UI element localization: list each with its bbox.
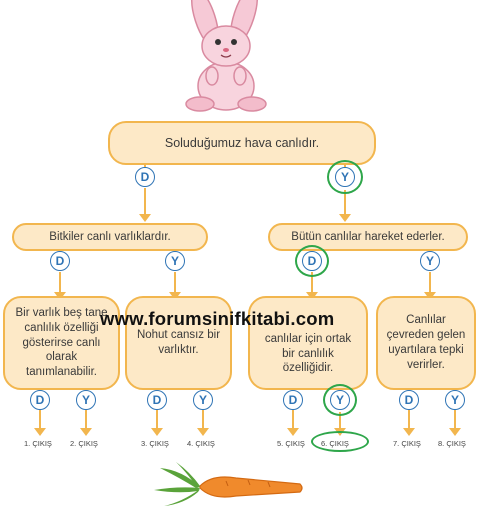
leaf-box-3: canlılar için ortak bir canlılık özelliğ… <box>248 296 368 390</box>
right-yes-badge: Y <box>420 251 440 271</box>
right-statement: Bütün canlılar hareket ederler. <box>291 230 445 243</box>
leaf-statement-2: Nohut cansız bir varlıktır. <box>136 329 221 356</box>
left-statement-box: Bitkiler canlı varlıklardır. <box>12 223 208 251</box>
output-7: 7. ÇIKIŞ <box>393 439 421 448</box>
leaf-statement-3: canlılar için ortak bir canlılık özelliğ… <box>264 332 352 375</box>
leaf4-no-badge: D <box>399 390 419 410</box>
leaf-statement-4: Canlılar çevreden gelen uyartılara tepki… <box>386 314 466 371</box>
left-statement: Bitkiler canlı varlıklardır. <box>49 230 171 243</box>
right-statement-box: Bütün canlılar hareket ederler. <box>268 223 468 251</box>
leaf1-yes-badge: Y <box>76 390 96 410</box>
highlight-root-yes <box>327 160 363 194</box>
left-no-badge: D <box>50 251 70 271</box>
output-2: 2. ÇIKIŞ <box>70 439 98 448</box>
leaf3-no-badge: D <box>283 390 303 410</box>
watermark-text: www.forumsinifkitabi.com <box>100 308 335 329</box>
output-5: 5. ÇIKIŞ <box>277 439 305 448</box>
left-yes-badge: Y <box>165 251 185 271</box>
root-statement: Soluduğumuz hava canlıdır. <box>164 135 320 150</box>
output-3: 3. ÇIKIŞ <box>141 439 169 448</box>
leaf4-yes-badge: Y <box>445 390 465 410</box>
highlight-leaf3-yes <box>323 384 357 416</box>
leaf1-no-badge: D <box>30 390 50 410</box>
leaf-box-2: Nohut cansız bir varlıktır. <box>125 296 232 390</box>
leaf-box-4: Canlılar çevreden gelen uyartılara tepki… <box>376 296 476 390</box>
leaf-statement-1: Bir varlık beş tane canlılık özelliği gö… <box>15 306 108 379</box>
highlight-right-no <box>295 245 329 277</box>
output-8: 8. ÇIKIŞ <box>438 439 466 448</box>
root-statement-box: Soluduğumuz hava canlıdır. <box>108 121 376 165</box>
leaf2-no-badge: D <box>147 390 167 410</box>
leaf-box-1: Bir varlık beş tane canlılık özelliği gö… <box>3 296 120 390</box>
root-no-badge: D <box>135 167 155 187</box>
leaf2-yes-badge: Y <box>193 390 213 410</box>
highlight-output-6 <box>311 431 369 452</box>
output-4: 4. ÇIKIŞ <box>187 439 215 448</box>
output-1: 1. ÇIKIŞ <box>24 439 52 448</box>
